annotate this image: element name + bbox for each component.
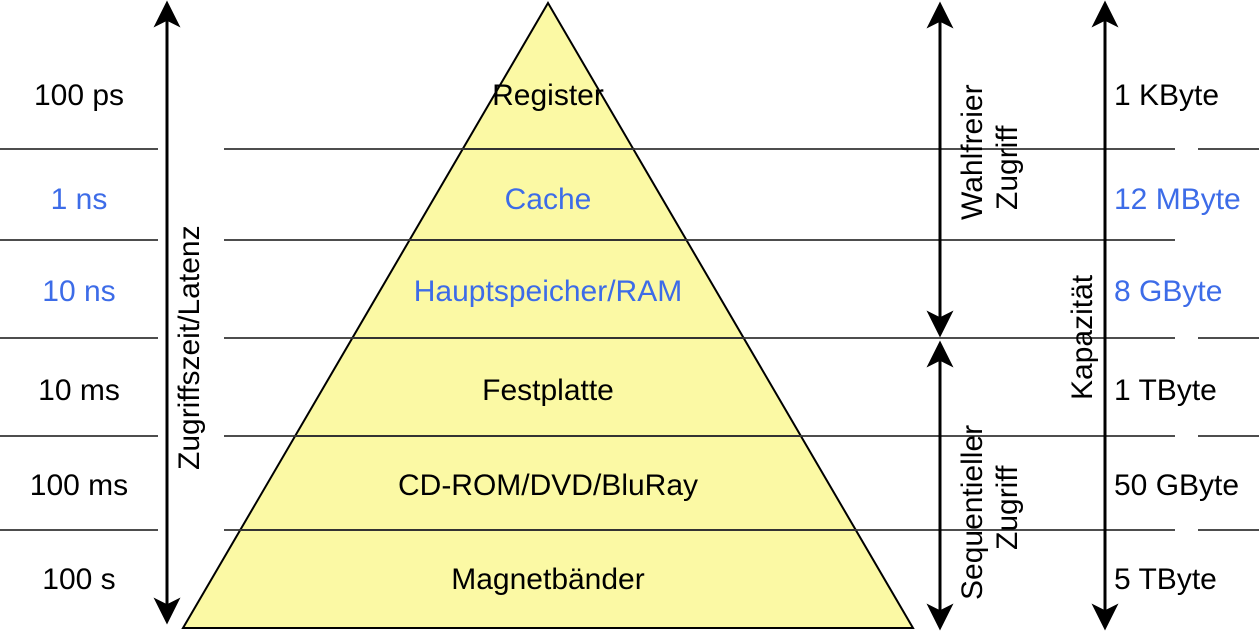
latency-value-tape: 100 s — [42, 563, 116, 596]
sequential-access-caption-line2: Zugriff — [991, 465, 1024, 550]
capacity-value-optical: 50 GByte — [1114, 469, 1240, 502]
latency-value-disk: 10 ms — [38, 374, 120, 407]
pyramid-shape — [181, 1, 915, 629]
latency-value-register: 100 ps — [33, 79, 125, 112]
pyramid-internal-dividers — [239, 148, 857, 531]
random-access-caption-line1: Wahlfreier — [956, 84, 989, 220]
random-access-caption-line2: Zugriff — [991, 125, 1024, 210]
latency-axis-caption: Zugriffszeit/Latenz — [173, 225, 206, 470]
sequential-access-caption-line1: Sequentieller — [956, 424, 989, 600]
latency-value-cache: 1 ns — [50, 183, 108, 216]
level-name-tape: Magnetbänder — [451, 563, 645, 596]
level-name-cache: Cache — [504, 183, 592, 216]
capacity-value-disk: 1 TByte — [1114, 374, 1217, 407]
level-name-disk: Festplatte — [482, 374, 614, 407]
capacity-value-cache: 12 MByte — [1114, 183, 1241, 216]
level-name-ram: Hauptspeicher/RAM — [413, 275, 683, 308]
capacity-value-register: 1 KByte — [1114, 79, 1220, 112]
level-name-optical: CD-ROM/DVD/BluRay — [397, 469, 699, 502]
capacity-value-ram: 8 GByte — [1114, 275, 1223, 308]
capacity-axis-caption: Kapazität — [1066, 274, 1099, 400]
capacity-value-tape: 5 TByte — [1114, 563, 1217, 596]
level-name-register: Register — [492, 79, 604, 112]
latency-value-optical: 100 ms — [29, 469, 129, 502]
latency-value-ram: 10 ns — [42, 275, 116, 308]
